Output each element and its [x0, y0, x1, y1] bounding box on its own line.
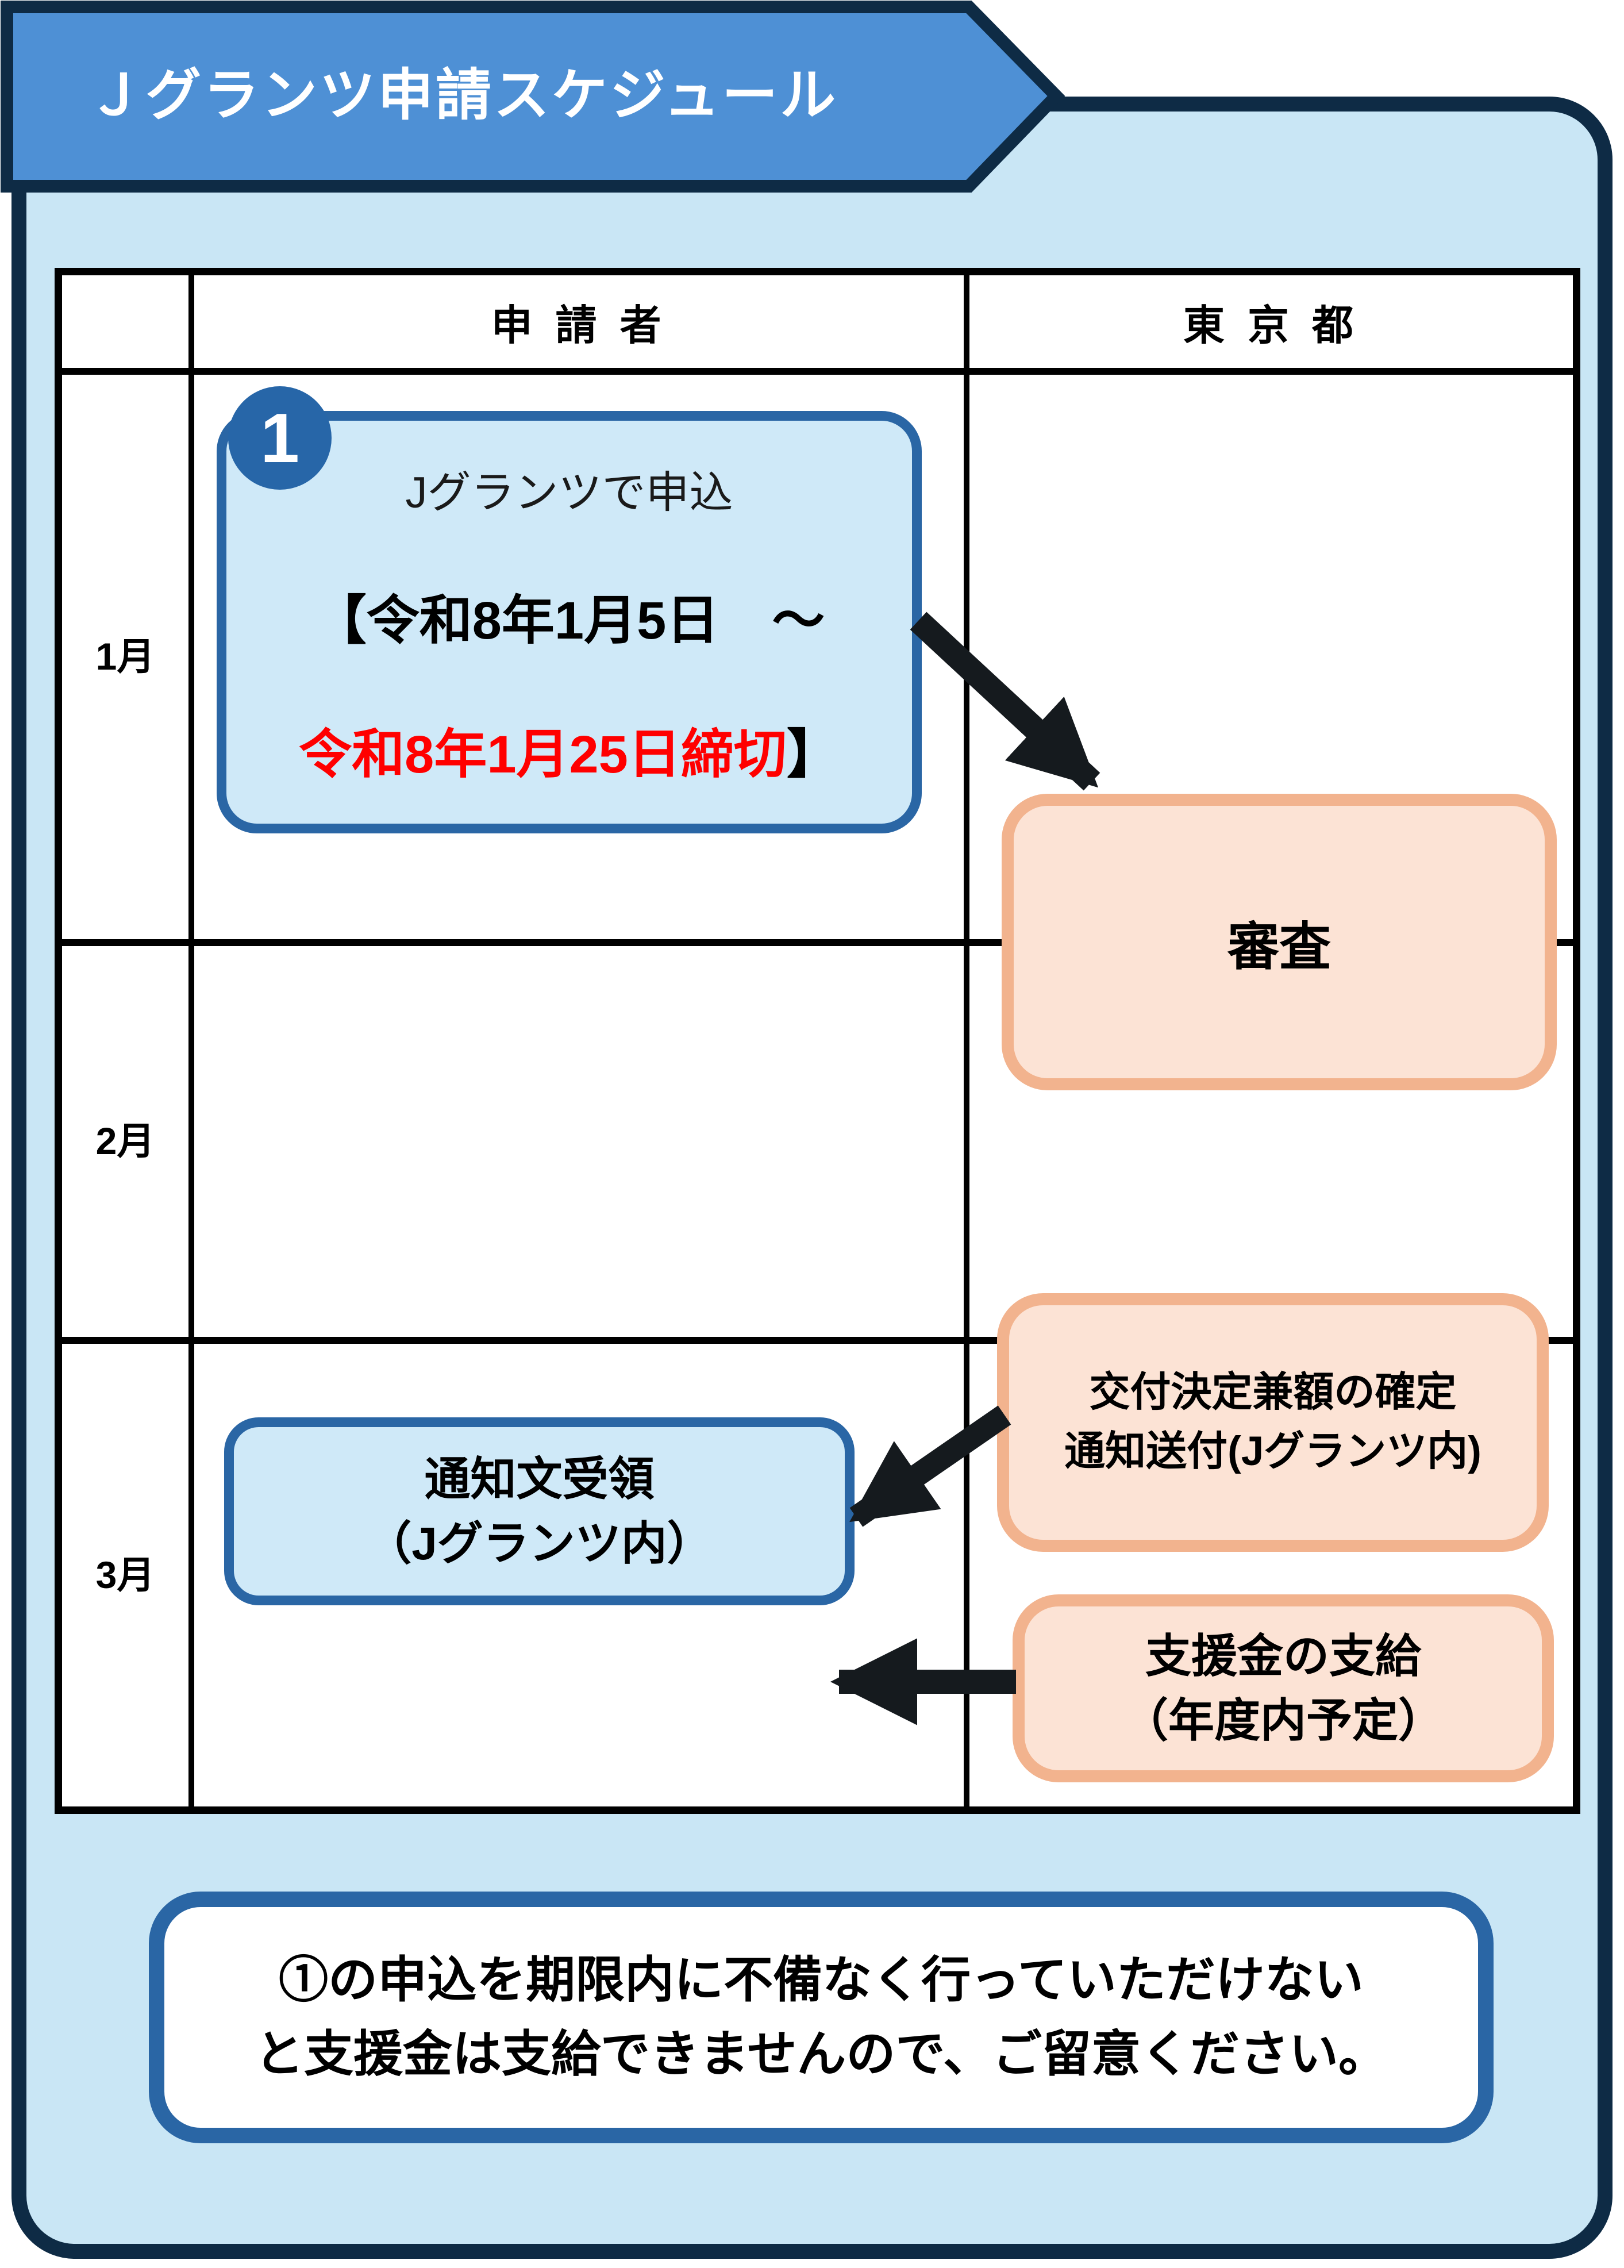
banner-pennant [1, 1, 1065, 193]
banner-shape [1, 1, 1065, 193]
payment-box: 支援金の支給 （年度内予定） [1013, 1594, 1554, 1782]
table-divider-columns [964, 275, 969, 1806]
apply-deadline: 令和8年1月25日締切】 [299, 712, 840, 788]
receive-notice-box: 通知文受領 （Jグランツ内） [224, 1417, 855, 1605]
month-label-january: 1月 [95, 635, 155, 678]
apply-deadline-bracket: 】 [786, 725, 840, 784]
column-header-tokyo: 東 京 都 [1183, 303, 1359, 349]
table-row-line-header [62, 368, 1573, 375]
grant-decision-line2: 通知送付(Jグランツ内) [1064, 1429, 1481, 1474]
apply-box: Jグランツで申込 【令和8年1月5日 ～ 令和8年1月25日締切】 [217, 411, 922, 833]
receive-notice-line2: （Jグランツ内） [365, 1517, 713, 1569]
grant-decision-line1: 交付決定兼額の確定 [1089, 1370, 1457, 1416]
page-title: Ｊグランツ申請スケジュール [87, 64, 838, 126]
apply-period-start: 【令和8年1月5日 ～ [313, 591, 825, 650]
apply-method-text: Jグランツで申込 [405, 468, 733, 517]
apply-deadline-red: 令和8年1月25日締切 [299, 725, 787, 784]
caution-note-line1: ①の申込を期限内に不備なく行っていただけない [279, 1952, 1364, 2008]
column-header-applicant: 申 請 者 [491, 303, 667, 349]
receive-notice-line1: 通知文受領 [424, 1453, 655, 1505]
month-label-february: 2月 [95, 1120, 155, 1162]
table-divider-months [188, 275, 194, 1806]
step-1-badge: 1 [228, 386, 332, 490]
review-box: 審査 [1002, 794, 1557, 1090]
caution-note-box: ①の申込を期限内に不備なく行っていただけない と支援金は支給できませんので、ご留… [149, 1892, 1494, 2143]
payment-line1: 支援金の支給 [1145, 1630, 1421, 1682]
payment-line2: （年度内予定） [1122, 1694, 1444, 1746]
review-label: 審査 [1227, 918, 1331, 976]
month-label-march: 3月 [95, 1553, 155, 1596]
grant-decision-box: 交付決定兼額の確定 通知送付(Jグランツ内) [997, 1293, 1549, 1552]
caution-note-line2: と支援金は支給できませんので、ご留意ください。 [255, 2027, 1388, 2082]
